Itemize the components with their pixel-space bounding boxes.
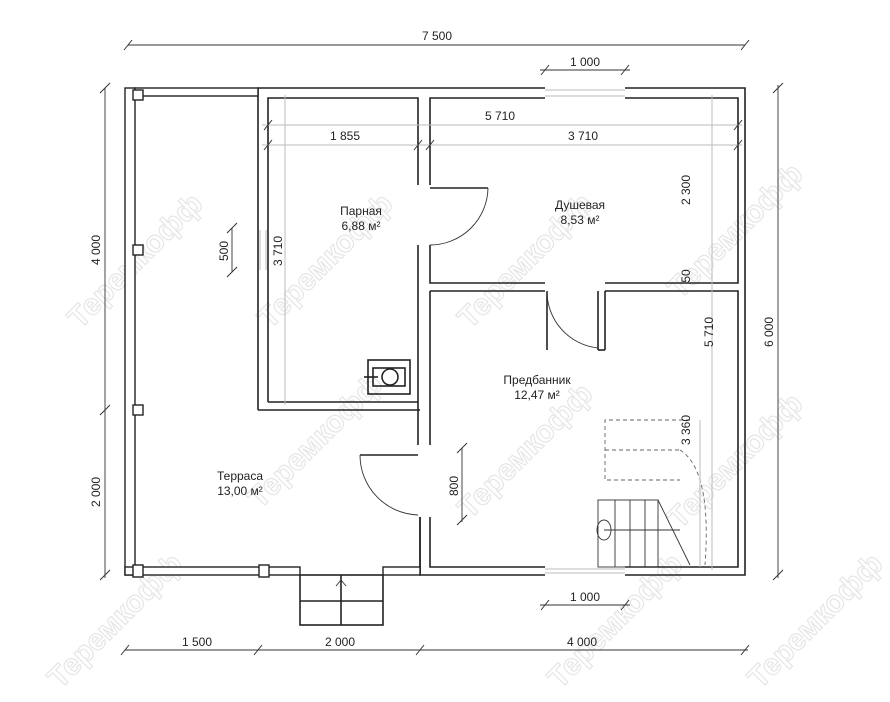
room-name-terrace: Терраса <box>217 469 263 483</box>
dim-inner-total: 5 710 <box>485 109 515 123</box>
dim-shower-depth: 2 300 <box>679 175 693 205</box>
stove-icon <box>364 359 411 395</box>
dimension-labels: 7 500 1 000 5 710 1 855 3 710 4 000 2 00… <box>89 29 776 649</box>
dim-shower-width: 3 710 <box>568 129 598 143</box>
room-name-anteroom: Предбанник <box>503 373 571 387</box>
doors <box>359 187 599 516</box>
dim-left-lower: 2 000 <box>89 477 103 507</box>
dim-steam-depth: 3 710 <box>271 236 285 266</box>
room-name-shower: Душевая <box>555 198 605 212</box>
room-area-steam: 6,88 м² <box>342 219 381 233</box>
walls <box>124 87 746 626</box>
dim-inner-depth: 5 710 <box>702 317 716 347</box>
watermark: Теремкофф <box>742 547 890 695</box>
dim-top-total: 7 500 <box>422 29 452 43</box>
dim-stairs: 3 360 <box>679 415 693 445</box>
dim-left-upper: 4 000 <box>89 235 103 265</box>
stairs <box>596 419 707 568</box>
dim-right-total: 6 000 <box>762 317 776 347</box>
dim-partition: 50 <box>679 269 693 283</box>
room-area-shower: 8,53 м² <box>561 213 600 227</box>
watermark: Теремкофф <box>662 387 810 535</box>
room-area-anteroom: 12,47 м² <box>514 388 560 402</box>
dim-bottom-3: 4 000 <box>567 635 597 649</box>
watermark: Теремкофф <box>242 367 390 515</box>
dimension-lines <box>99 39 784 656</box>
dim-steam-width: 1 855 <box>330 129 360 143</box>
dim-bottom-2: 2 000 <box>325 635 355 649</box>
dim-bottom-window: 1 000 <box>570 590 600 604</box>
watermarks: Теремкофф Теремкофф Теремкофф Теремкофф … <box>41 157 890 696</box>
dim-window-side: 500 <box>217 241 231 261</box>
dim-top-window: 1 000 <box>570 55 600 69</box>
dim-door: 800 <box>447 476 461 496</box>
room-name-steam: Парная <box>340 204 382 218</box>
room-labels: Парная 6,88 м² Душевая 8,53 м² Предбанни… <box>217 198 605 498</box>
dim-bottom-1: 1 500 <box>182 635 212 649</box>
room-area-terrace: 13,00 м² <box>217 484 263 498</box>
